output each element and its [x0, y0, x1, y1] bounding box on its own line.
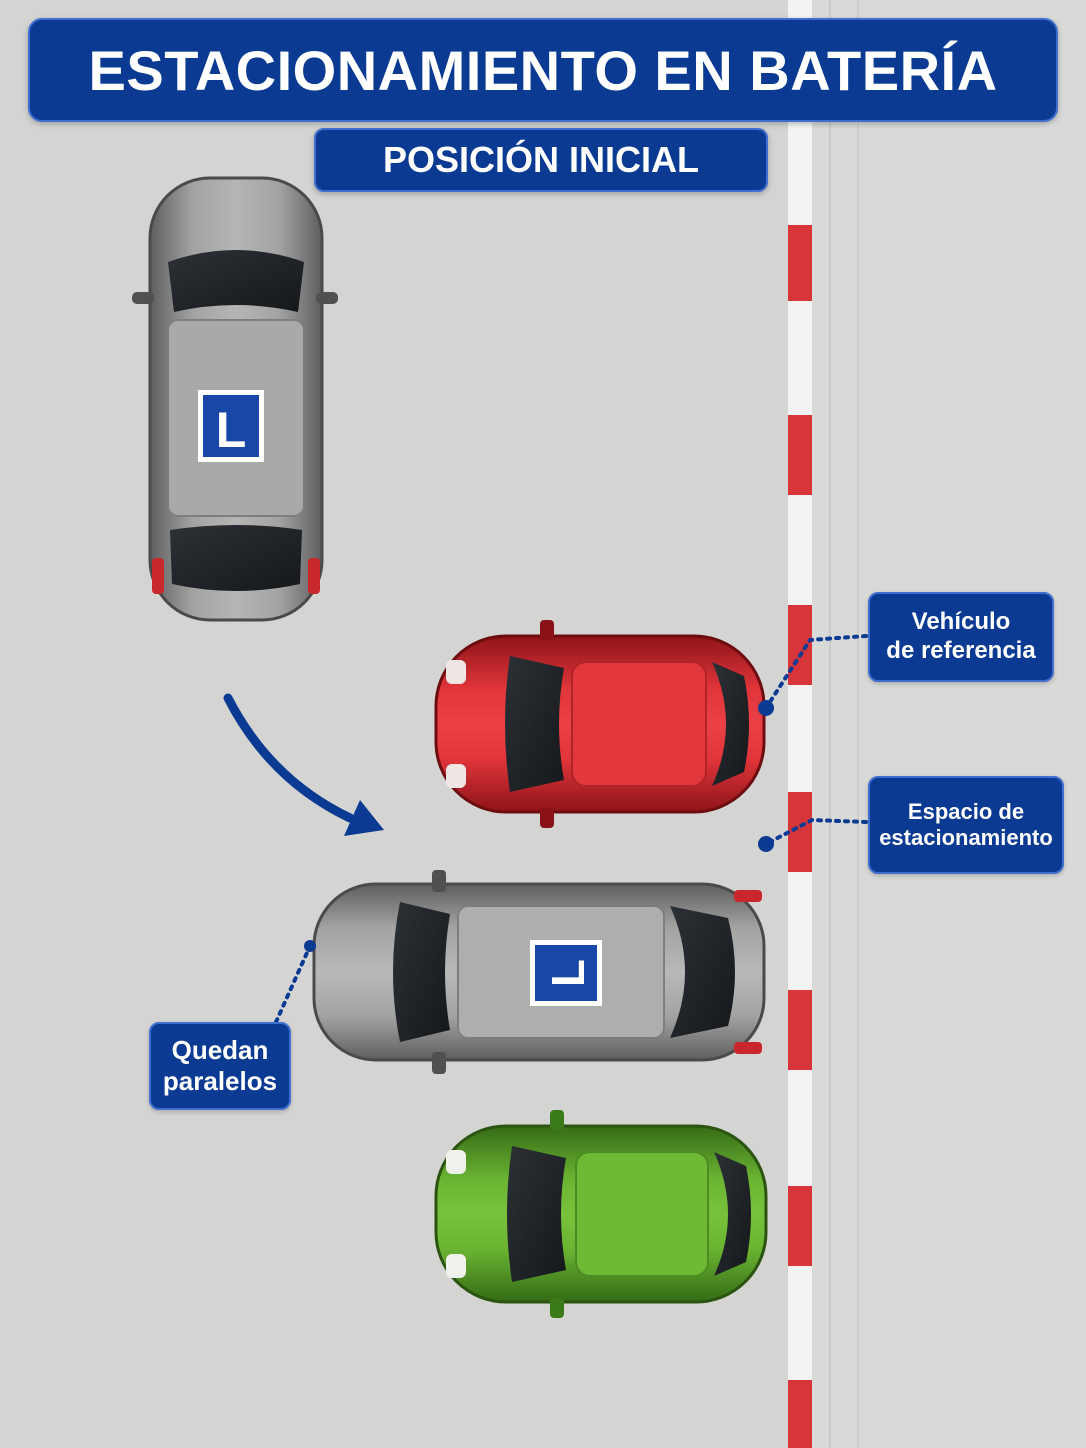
- page-title: ESTACIONAMIENTO EN BATERÍA: [28, 18, 1058, 122]
- curb: [788, 0, 812, 1448]
- learner-car-final: L: [312, 870, 766, 1074]
- pointer-reference: [758, 634, 868, 716]
- pointer-parallel: [274, 940, 316, 1024]
- page-subtitle: POSICIÓN INICIAL: [314, 128, 768, 192]
- learner-car-initial: L: [132, 176, 338, 622]
- pointer-space: [758, 817, 868, 852]
- reference-car: [434, 620, 766, 828]
- learner-plate-letter: L: [216, 402, 247, 458]
- learner-plate-icon: L: [198, 390, 264, 462]
- learner-plate-letter: L: [542, 959, 594, 987]
- learner-plate-icon: L: [530, 940, 602, 1006]
- label-reference-vehicle: Vehículo de referencia: [868, 592, 1054, 682]
- green-car: [434, 1110, 768, 1318]
- curved-arrow-icon: [223, 693, 384, 836]
- label-parallel: Quedan paralelos: [149, 1022, 291, 1110]
- label-parking-space: Espacio de estacionamiento: [868, 776, 1064, 874]
